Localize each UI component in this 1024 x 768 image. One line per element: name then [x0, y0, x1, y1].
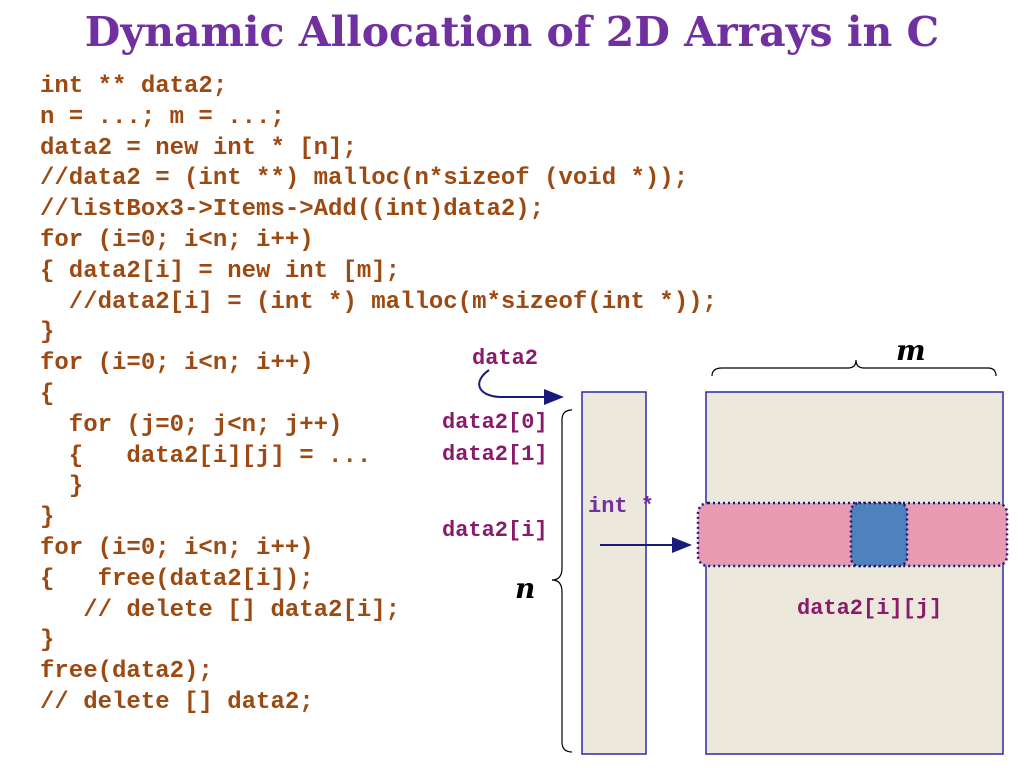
data2-rowi-label: data2[i] [442, 518, 548, 543]
code-line: //listBox3->Items->Add((int)data2); [40, 196, 545, 224]
code-block: int ** data2; n = ...; m = ...; data2 = ne… [40, 72, 717, 719]
code-line: for (j=0; j<n; j++) [40, 411, 343, 439]
data2-row1-label: data2[1] [442, 442, 548, 467]
code-line: n = ...; m = ...; [40, 103, 285, 131]
code-line: for (i=0; i<n; i++) [40, 350, 314, 378]
slide-title: Dynamic Allocation of 2D Arrays in C [84, 8, 940, 56]
code-line: { data2[i][j] = ... [40, 442, 372, 470]
code-line: //data2 = (int **) malloc(n*sizeof (void… [40, 165, 689, 193]
code-line: // delete [] data2; [40, 688, 314, 716]
code-line: } [40, 473, 84, 501]
code-line: //data2[i] = (int *) malloc(m*sizeof(int… [40, 288, 717, 316]
code-line: { data2[i] = new int [m]; [40, 257, 401, 285]
pointer-array [581, 391, 647, 755]
n-dimension-label: n [515, 572, 536, 605]
code-line: { free(data2[i]); [40, 565, 314, 593]
code-line: } [40, 627, 55, 655]
m-dimension-label: m [896, 334, 926, 367]
n-brace [551, 409, 573, 753]
code-line: { [40, 380, 55, 408]
data2-row0-label: data2[0] [442, 410, 548, 435]
row-storage-block [705, 391, 1004, 755]
data2-pointer-arrow [478, 369, 564, 405]
code-line: } [40, 504, 55, 532]
code-line: } [40, 319, 55, 347]
cell-i-j-label: data2[i][j] [797, 596, 943, 621]
data2-label: data2 [472, 346, 539, 371]
code-line: for (i=0; i<n; i++) [40, 226, 314, 254]
code-line: free(data2); [40, 658, 213, 686]
code-line: int ** data2; [40, 73, 228, 100]
int-pointer-type-label: int * [588, 494, 655, 519]
m-brace [711, 359, 997, 377]
code-line: data2 = new int * [n]; [40, 134, 357, 162]
cell-i-j [849, 501, 909, 568]
code-line: for (i=0; i<n; i++) [40, 534, 314, 562]
code-line: // delete [] data2[i]; [40, 596, 401, 624]
